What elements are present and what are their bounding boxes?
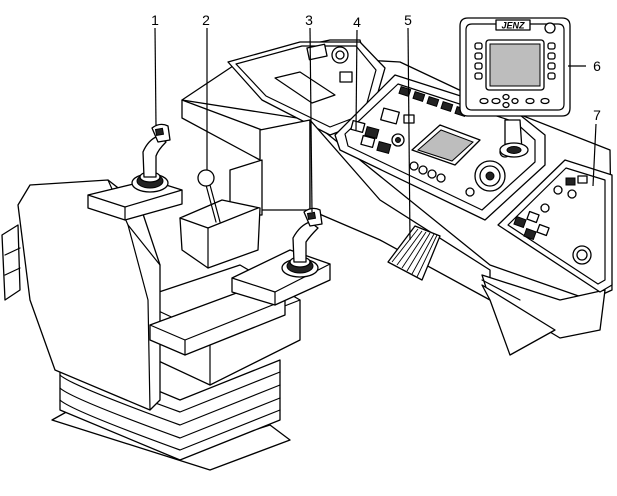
leader-line-7	[592, 123, 597, 187]
callout-labels: 1 2 3 4 5 6 7	[151, 12, 601, 123]
callout-leaders	[154, 27, 597, 241]
terminal-brand-label: JENZ	[501, 21, 525, 31]
callout-6: 6	[593, 58, 601, 74]
callout-5: 5	[404, 12, 412, 28]
gear-lever	[179, 169, 261, 269]
leader-line-3	[309, 27, 313, 213]
control-terminal: JENZ	[459, 17, 571, 117]
callout-4: 4	[353, 14, 361, 30]
leader-line-5	[407, 27, 411, 241]
right-armrest-console	[231, 249, 331, 306]
terminal-mount	[499, 119, 529, 158]
callout-2: 2	[202, 12, 210, 28]
right-side-panel	[497, 159, 613, 293]
leader-line-1	[154, 27, 157, 127]
callout-1: 1	[151, 12, 159, 28]
left-joystick	[131, 123, 171, 193]
callout-7: 7	[593, 107, 601, 123]
right-joystick	[281, 207, 323, 278]
callout-3: 3	[305, 12, 313, 28]
leader-line-4	[355, 29, 358, 131]
foot-pedal	[387, 225, 441, 281]
